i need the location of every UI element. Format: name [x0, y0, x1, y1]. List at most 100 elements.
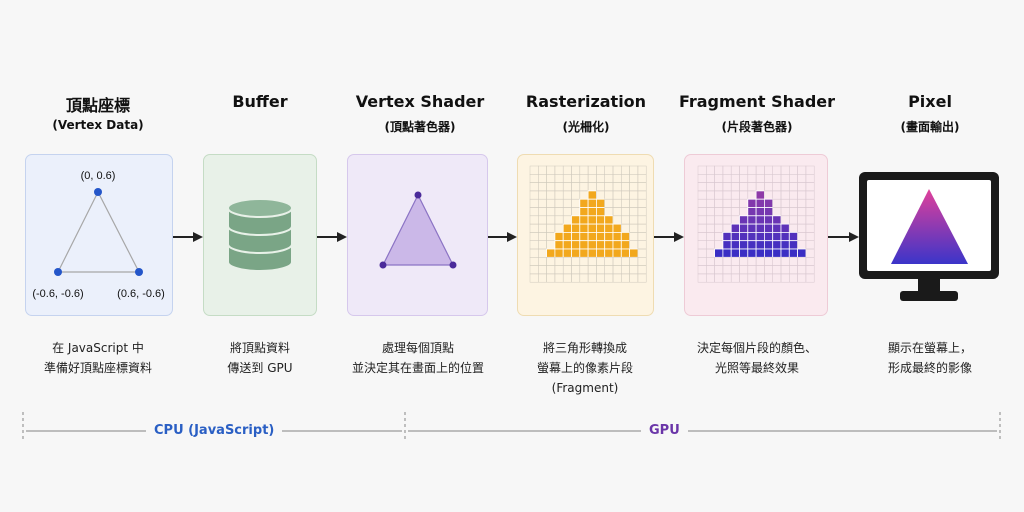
filled-pixel — [596, 231, 606, 242]
stage-title-vertex-data: 頂點座標 — [65, 96, 130, 115]
grid-cell — [621, 273, 630, 283]
grid-cell — [764, 265, 773, 275]
grid-cell — [789, 174, 798, 183]
grid-cell — [772, 207, 782, 217]
grid-cell — [637, 174, 647, 183]
grid-cell — [706, 232, 715, 241]
grid-cell — [637, 248, 647, 258]
grid-cell — [596, 182, 605, 192]
stage-desc-buffer: 將頂點資料 傳送到 GPU — [227, 341, 293, 375]
grid-cell — [562, 198, 572, 208]
grid-cell — [714, 215, 724, 225]
filled-pixel — [747, 198, 757, 208]
grid-cell — [562, 182, 572, 192]
grid-cell — [739, 182, 749, 192]
filled-pixel — [788, 240, 798, 250]
grid-cell — [629, 232, 639, 241]
grid-cell — [789, 198, 798, 208]
grid-cell — [562, 273, 572, 283]
filled-pixel — [764, 231, 774, 242]
filled-pixel — [604, 215, 614, 225]
filled-pixel — [554, 248, 564, 258]
grid-cell — [697, 207, 707, 217]
grid-cell — [697, 190, 707, 200]
grid-cell — [546, 215, 556, 225]
output-triangle — [891, 189, 968, 264]
grid-cell — [571, 265, 581, 275]
grid-cell — [706, 273, 715, 283]
grid-cell — [554, 198, 564, 208]
grid-cell — [789, 257, 798, 266]
filled-pixel — [747, 248, 757, 258]
filled-pixel — [780, 240, 790, 250]
grid-cell — [637, 273, 647, 283]
filled-pixel — [579, 231, 589, 242]
grid-cell — [554, 257, 564, 266]
filled-pixel — [562, 240, 572, 250]
grid-cell — [797, 232, 807, 241]
grid-cell — [538, 165, 547, 175]
vertex-label-right: (0.6, -0.6) — [117, 288, 165, 300]
gpu-label: GPU — [641, 423, 688, 438]
grid-cell — [596, 174, 605, 183]
grid-cell — [730, 207, 740, 217]
grid-cell — [604, 182, 614, 192]
filled-pixel — [755, 231, 765, 242]
filled-pixel — [755, 190, 765, 200]
grid-cell — [529, 223, 539, 233]
grid-cell — [637, 198, 647, 208]
filled-pixel — [747, 231, 757, 242]
grid-cell — [789, 190, 798, 200]
grid-cell — [780, 198, 790, 208]
grid-cell — [706, 207, 715, 217]
grid-cell — [637, 240, 647, 250]
grid-cell — [797, 257, 807, 266]
grid-cell — [529, 182, 539, 192]
filled-pixel — [571, 223, 581, 233]
filled-pixel — [562, 223, 572, 233]
grid-cell — [596, 165, 605, 175]
grid-cell — [706, 182, 715, 192]
grid-cell — [789, 273, 798, 283]
grid-cell — [722, 165, 732, 175]
filled-pixel — [612, 240, 622, 250]
filled-pixel — [604, 223, 614, 233]
grid-cell — [612, 273, 622, 283]
grid-cell — [797, 198, 807, 208]
grid-cell — [538, 240, 547, 250]
grid-cell — [722, 257, 732, 266]
filled-pixel — [772, 215, 782, 225]
grid-cell — [739, 265, 749, 275]
grid-cell — [612, 182, 622, 192]
grid-cell — [797, 273, 807, 283]
grid-cell — [780, 165, 790, 175]
grid-cell — [529, 165, 539, 175]
grid-cell — [805, 273, 815, 283]
grid-cell — [789, 265, 798, 275]
grid-cell — [697, 223, 707, 233]
filled-pixel — [739, 223, 749, 233]
filled-pixel — [772, 231, 782, 242]
vertex-data-panel — [25, 154, 173, 316]
filled-pixel — [755, 223, 765, 233]
grid-cell — [604, 265, 614, 275]
filled-pixel — [620, 231, 630, 242]
grid-cell — [739, 174, 749, 183]
grid-cell — [772, 190, 782, 200]
grid-cell — [714, 165, 724, 175]
grid-cell — [554, 207, 564, 217]
filled-pixel — [755, 240, 765, 250]
grid-cell — [571, 257, 581, 266]
grid-cell — [722, 182, 732, 192]
grid-cell — [529, 198, 539, 208]
filled-pixel — [579, 248, 589, 258]
grid-cell — [772, 257, 782, 266]
grid-cell — [554, 265, 564, 275]
grid-cell — [722, 223, 732, 233]
filled-pixel — [764, 198, 774, 208]
filled-pixel — [596, 215, 606, 225]
grid-cell — [529, 265, 539, 275]
filled-pixel — [780, 231, 790, 242]
grid-cell — [730, 257, 740, 266]
grid-cell — [714, 265, 724, 275]
